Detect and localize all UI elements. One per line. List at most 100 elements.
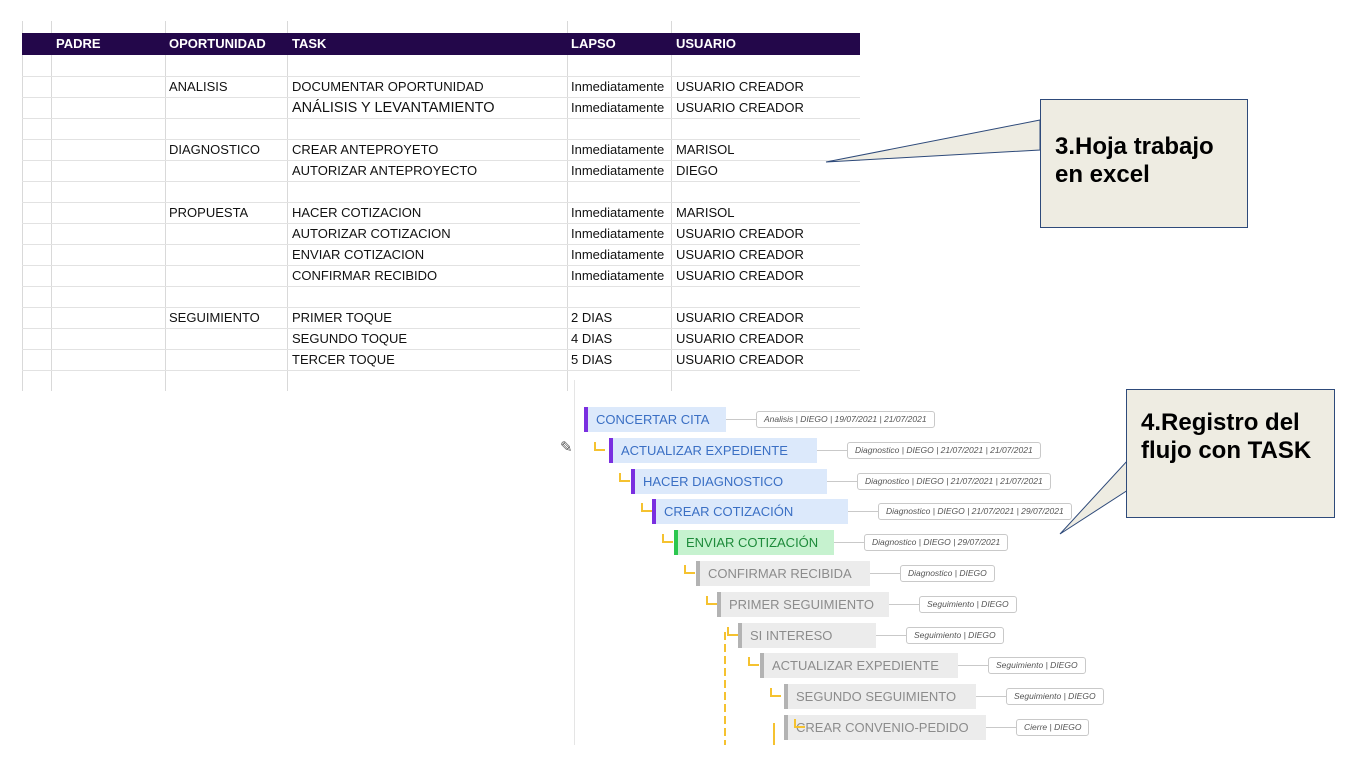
grid-line bbox=[165, 21, 166, 391]
cell-oportunidad[interactable]: SEGUIMIENTO bbox=[169, 310, 260, 325]
cell-usuario[interactable]: USUARIO CREADOR bbox=[676, 268, 804, 283]
flow-node-meta: Seguimiento | DIEGO bbox=[988, 657, 1086, 675]
table-row[interactable]: DIAGNOSTICO CREAR ANTEPROYETO Inmediatamen… bbox=[22, 139, 860, 161]
flow-node[interactable]: CONCERTAR CITA bbox=[584, 407, 726, 432]
table-row[interactable]: ANÁLISIS Y LEVANTAMIENTO Inmediatamente US… bbox=[22, 97, 860, 119]
flow-node[interactable]: SEGUNDO SEGUIMIENTO bbox=[784, 684, 976, 710]
cell-task[interactable]: SEGUNDO TOQUE bbox=[292, 331, 408, 346]
table-row[interactable]: ENVIAR COTIZACION Inmediatamente USUARIO C… bbox=[22, 244, 860, 266]
grid-line bbox=[51, 21, 52, 391]
cell-oportunidad[interactable]: DIAGNOSTICO bbox=[169, 142, 261, 157]
flow-node[interactable]: ACTUALIZAR EXPEDIENTE bbox=[760, 653, 958, 679]
flow-node-meta: Diagnostico | DIEGO | 29/07/2021 bbox=[864, 534, 1009, 552]
meta-connector bbox=[848, 511, 878, 513]
table-row[interactable] bbox=[22, 118, 860, 140]
flow-node[interactable]: HACER DIAGNOSTICO bbox=[631, 468, 827, 494]
meta-connector bbox=[889, 603, 919, 605]
cell-lapso[interactable]: Inmediatamente bbox=[571, 163, 665, 178]
cell-usuario[interactable]: USUARIO CREADOR bbox=[676, 226, 804, 241]
cell-lapso[interactable]: Inmediatamente bbox=[571, 205, 665, 220]
flow-node[interactable]: SI INTERESO bbox=[738, 622, 876, 648]
excel-worksheet: PADRE OPORTUNIDAD TASK LAPSO USUARIO ANA… bbox=[22, 21, 862, 391]
flow-node-meta: Diagnostico | DIEGO | 21/07/2021 | 21/07… bbox=[847, 441, 1041, 459]
flow-node[interactable]: ACTUALIZAR EXPEDIENTE bbox=[609, 437, 817, 463]
cell-lapso[interactable]: Inmediatamente bbox=[571, 100, 665, 115]
grid-line bbox=[567, 21, 568, 391]
flow-node[interactable]: PRIMER SEGUIMIENTO bbox=[717, 591, 889, 617]
flow-node[interactable]: CREAR CONVENIO-PEDIDO bbox=[784, 715, 986, 740]
meta-connector bbox=[817, 449, 847, 451]
flow-node-meta: Diagnostico | DIEGO | 21/07/2021 | 21/07… bbox=[857, 472, 1051, 490]
cell-task[interactable]: ENVIAR COTIZACION bbox=[292, 247, 425, 262]
table-row[interactable]: ANALISIS DOCUMENTAR OPORTUNIDAD Inmediatam… bbox=[22, 76, 860, 98]
cell-task[interactable]: HACER COTIZACION bbox=[292, 205, 422, 220]
cell-lapso[interactable]: 5 DIAS bbox=[571, 352, 613, 367]
cell-task[interactable]: DOCUMENTAR OPORTUNIDAD bbox=[292, 79, 484, 94]
callout-task-text: 4.Registro del flujo con TASK bbox=[1141, 409, 1312, 464]
tree-elbow bbox=[619, 472, 630, 482]
column-header-usuario[interactable]: USUARIO bbox=[676, 36, 736, 51]
cell-oportunidad[interactable]: ANALISIS bbox=[169, 79, 228, 94]
callout-task: 4.Registro del flujo con TASK bbox=[1126, 389, 1335, 518]
grid-line bbox=[287, 21, 288, 391]
cell-lapso[interactable]: 4 DIAS bbox=[571, 331, 613, 346]
cell-lapso[interactable]: Inmediatamente bbox=[571, 247, 665, 262]
cell-lapso[interactable]: Inmediatamente bbox=[571, 268, 665, 283]
table-row[interactable]: PROPUESTA HACER COTIZACION Inmediatamente M… bbox=[22, 202, 860, 224]
cell-task[interactable]: AUTORIZAR ANTEPROYECTO bbox=[292, 163, 478, 178]
tree-elbow bbox=[641, 503, 652, 513]
panel-divider bbox=[574, 380, 575, 745]
meta-connector bbox=[986, 727, 1016, 728]
column-header-lapso[interactable]: LAPSO bbox=[571, 36, 616, 51]
tree-elbow bbox=[794, 719, 805, 728]
table-row[interactable]: SEGUNDO TOQUE 4 DIAS USUARIO CREADOR bbox=[22, 328, 860, 350]
cell-usuario[interactable]: USUARIO CREADOR bbox=[676, 310, 804, 325]
cell-lapso[interactable]: Inmediatamente bbox=[571, 79, 665, 94]
callout-excel: 3.Hoja trabajo en excel bbox=[1040, 99, 1248, 228]
cell-task[interactable]: AUTORIZAR COTIZACION bbox=[292, 226, 451, 241]
edit-icon[interactable]: ✎ bbox=[560, 439, 573, 456]
callout-pointer-excel bbox=[825, 119, 1041, 163]
table-row[interactable]: TERCER TOQUE 5 DIAS USUARIO CREADOR bbox=[22, 349, 860, 371]
table-row[interactable]: CONFIRMAR RECIBIDO Inmediatamente USUARIO … bbox=[22, 265, 860, 287]
cell-usuario[interactable]: DIEGO bbox=[676, 163, 718, 178]
meta-connector bbox=[726, 419, 756, 420]
cell-lapso[interactable]: Inmediatamente bbox=[571, 226, 665, 241]
meta-connector bbox=[876, 634, 906, 636]
column-header-task[interactable]: TASK bbox=[292, 36, 327, 51]
table-row[interactable] bbox=[22, 55, 860, 77]
cell-usuario[interactable]: MARISOL bbox=[676, 205, 735, 220]
tree-elbow bbox=[748, 657, 759, 667]
meta-connector bbox=[827, 480, 857, 482]
tree-elbow bbox=[706, 595, 717, 605]
cell-task[interactable]: ANÁLISIS Y LEVANTAMIENTO bbox=[292, 100, 495, 116]
flow-node[interactable]: ENVIAR COTIZACIÓN bbox=[674, 530, 834, 556]
flow-node-meta: Analisis | DIEGO | 19/07/2021 | 21/07/20… bbox=[756, 411, 935, 428]
cell-usuario[interactable]: MARISOL bbox=[676, 142, 735, 157]
flow-node[interactable]: CONFIRMAR RECIBIDA bbox=[696, 561, 870, 586]
table-row[interactable] bbox=[22, 286, 860, 308]
cell-task[interactable]: CREAR ANTEPROYETO bbox=[292, 142, 439, 157]
table-row[interactable]: SEGUIMIENTO PRIMER TOQUE 2 DIAS USUARIO CRE… bbox=[22, 307, 860, 329]
tree-elbow bbox=[770, 688, 781, 698]
cell-oportunidad[interactable]: PROPUESTA bbox=[169, 205, 249, 220]
cell-usuario[interactable]: USUARIO CREADOR bbox=[676, 100, 804, 115]
cell-lapso[interactable]: Inmediatamente bbox=[571, 142, 665, 157]
table-row[interactable] bbox=[22, 181, 860, 203]
column-header-oportunidad[interactable]: OPORTUNIDAD bbox=[169, 36, 266, 51]
table-row[interactable]: AUTORIZAR COTIZACION Inmediatamente USUARI… bbox=[22, 223, 860, 245]
cell-usuario[interactable]: USUARIO CREADOR bbox=[676, 79, 804, 94]
tree-guide bbox=[773, 723, 775, 745]
cell-usuario[interactable]: USUARIO CREADOR bbox=[676, 352, 804, 367]
cell-task[interactable]: TERCER TOQUE bbox=[292, 352, 395, 367]
flow-node-meta: Cierre | DIEGO bbox=[1016, 719, 1090, 736]
cell-task[interactable]: CONFIRMAR RECIBIDO bbox=[292, 268, 438, 283]
flow-node[interactable]: CREAR COTIZACIÓN bbox=[652, 499, 848, 525]
cell-lapso[interactable]: 2 DIAS bbox=[571, 310, 613, 325]
column-header-padre[interactable]: PADRE bbox=[56, 36, 101, 51]
cell-task[interactable]: PRIMER TOQUE bbox=[292, 310, 392, 325]
table-row[interactable]: AUTORIZAR ANTEPROYECTO Inmediatamente DIEG… bbox=[22, 160, 860, 182]
cell-usuario[interactable]: USUARIO CREADOR bbox=[676, 247, 804, 262]
cell-usuario[interactable]: USUARIO CREADOR bbox=[676, 331, 804, 346]
